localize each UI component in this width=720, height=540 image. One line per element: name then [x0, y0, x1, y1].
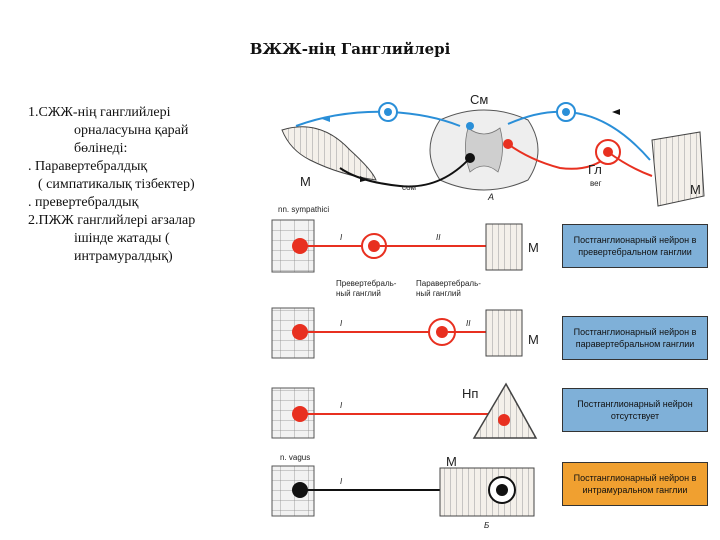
- text-line: 1.СЖЖ-нің ганглийлері: [28, 105, 171, 120]
- left-muscle: [281, 126, 377, 181]
- adrenal-medulla: [472, 382, 538, 439]
- text-line: ( симпатикалық тізбектер): [38, 177, 195, 192]
- arrow-icon: [360, 176, 368, 182]
- effector-organ: [439, 467, 535, 517]
- label-cm: См: [470, 92, 488, 107]
- prevertebral-label: Превертебраль-ный ганглий: [336, 279, 397, 298]
- postganglionic-neuron: [368, 240, 380, 252]
- text-line: бөлінеді:: [74, 141, 128, 156]
- black-somatic-efferent: [339, 157, 471, 188]
- label-m: М: [528, 332, 539, 347]
- text-line: . превертебралдық: [28, 195, 139, 210]
- label-i: I: [340, 233, 343, 242]
- effector-muscle: [485, 223, 523, 271]
- row-intramural: I М Б: [271, 454, 535, 530]
- label-ii: II: [436, 233, 441, 242]
- row-prevertebral: I II М: [271, 219, 539, 273]
- label-n-vagus: n. vagus: [280, 453, 310, 462]
- blue-afferent-line: [295, 110, 461, 127]
- label-m-left: М: [300, 174, 311, 189]
- paravertebral-label: Паравертебраль-ный ганглий: [416, 279, 481, 298]
- caption-box-absent: Постганглионарный нейрон отсутствует: [562, 388, 708, 432]
- row-paravertebral: I II М: [271, 307, 539, 359]
- postganglionic-neuron: [496, 484, 508, 496]
- text-line: . Паравертебралдық: [28, 159, 148, 174]
- right-muscle-top: [651, 131, 705, 207]
- arrow-icon: [322, 116, 330, 122]
- chromaffin-cell: [498, 414, 510, 426]
- label-gl: Гл: [588, 162, 602, 177]
- caption-box-prevertebral: Постганглионарный нейрон в превертебраль…: [562, 224, 708, 268]
- effector-muscle: [485, 309, 523, 357]
- label-i: I: [340, 477, 343, 486]
- blue-neuron-body: [562, 108, 570, 116]
- red-preganglionic-fiber: [507, 143, 609, 170]
- red-postganglionic-fiber: [607, 151, 653, 177]
- text-line: орналасуына қарай: [74, 123, 189, 138]
- text-line: интрамуралдық): [74, 249, 173, 264]
- label-np: Нп: [462, 386, 478, 401]
- label-m: М: [528, 240, 539, 255]
- text-line: ішінде жатады (: [74, 231, 170, 246]
- blue-terminal: [466, 122, 474, 130]
- label-b: Б: [484, 521, 489, 530]
- label-ii: II: [466, 319, 471, 328]
- text-block: 1.СЖЖ-нің ганглийлері орналасуына қарай …: [28, 104, 268, 266]
- postganglionic-neuron: [436, 326, 448, 338]
- label-m-right: М: [690, 182, 701, 197]
- label-i: I: [340, 401, 343, 410]
- label-a: А: [487, 192, 494, 202]
- label-nn-sympathici: nn. sympathici: [278, 205, 329, 214]
- label-veg: вег: [590, 179, 602, 188]
- row-no-postganglionic: I Нп: [271, 382, 538, 439]
- page-title: ВЖЖ-нің Ганглийлері: [249, 40, 451, 58]
- label-m: М: [446, 454, 457, 469]
- blue-neuron-body: [384, 108, 392, 116]
- label-i: I: [340, 319, 343, 328]
- arrow-icon: [612, 109, 620, 115]
- text-line: 2.ПЖЖ ганглийлері ағзалар: [28, 213, 196, 228]
- caption-box-paravertebral: Постганглионарный нейрон в паравертебрал…: [562, 316, 708, 360]
- label-som: сом: [402, 183, 416, 192]
- caption-box-intramural: Постганглионарный нейрон в интрамурально…: [562, 462, 708, 506]
